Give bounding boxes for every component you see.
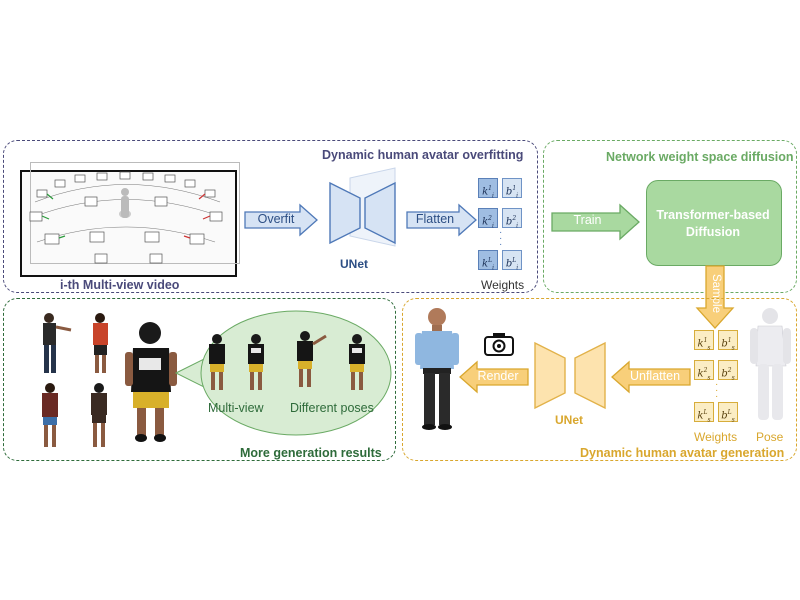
- weight-b-L: bLi: [502, 250, 522, 271]
- weight-b-2-s: b2s: [718, 360, 738, 381]
- camera-icon: [484, 333, 514, 356]
- sample-arrow: [695, 265, 735, 329]
- weight-k-2: k2i: [478, 208, 498, 229]
- generation-title: Dynamic human avatar generation: [580, 446, 785, 460]
- weights-top-grid: k1i b1i k2i b2i kLi bLi ···: [478, 178, 528, 273]
- weights-top-label: Weights: [481, 278, 525, 292]
- unflatten-label: Unflatten: [629, 369, 681, 383]
- results-panel: [3, 298, 396, 461]
- weight-b-1: b1i: [502, 178, 522, 199]
- pose-mannequin: [750, 308, 791, 420]
- weight-b-1-s: b1s: [718, 330, 738, 351]
- different-poses-label: Different poses: [290, 401, 374, 415]
- overfit-label: Overfit: [257, 212, 295, 226]
- multiview-video-frame: [20, 170, 237, 277]
- train-label: Train: [573, 213, 602, 227]
- multiview-video-label: i-th Multi-view video: [60, 278, 180, 292]
- render-label: Render: [477, 369, 519, 383]
- unet-top-diagram: [329, 167, 396, 247]
- ellipse-person-2: [248, 334, 264, 390]
- weight-k-L-s: kLs: [694, 402, 714, 423]
- results-ellipse: [174, 310, 392, 436]
- results-title: More generation results: [240, 446, 382, 460]
- weight-k-L: kLi: [478, 250, 498, 271]
- result-person-1: [43, 313, 72, 373]
- flatten-arrow: [406, 203, 477, 237]
- weight-k-2-s: k2s: [694, 360, 714, 381]
- result-person-4: [42, 383, 58, 447]
- weight-k-1: k1i: [478, 178, 498, 199]
- result-person-5: [91, 383, 107, 447]
- overfitting-title: Dynamic human avatar overfitting: [322, 148, 524, 162]
- pose-label: Pose: [756, 430, 784, 444]
- transformer-diffusion-line1: Transformer-based: [656, 208, 770, 222]
- result-person-2: [93, 313, 108, 373]
- render-arrow: [459, 360, 529, 394]
- ellipse-person-4: [349, 334, 365, 390]
- weight-k-1-s: k1s: [694, 330, 714, 351]
- unet-bottom-diagram: [534, 341, 606, 410]
- diffusion-panel: [543, 140, 797, 293]
- transformer-diffusion-line2: Diffusion: [685, 225, 741, 239]
- ellipse-person-1: [209, 334, 225, 390]
- transformer-diffusion-box: [646, 180, 782, 266]
- generated-avatar-man: [415, 308, 459, 430]
- result-person-3-large: [125, 322, 177, 442]
- weights-bottom-grid: k1s b1s k2s b2s kLs bLs ···: [694, 330, 744, 425]
- weights-bottom-label: Weights: [694, 430, 738, 444]
- generation-panel: [402, 298, 797, 461]
- train-arrow: [551, 203, 640, 241]
- weight-b-2: b2i: [502, 208, 522, 229]
- flatten-label: Flatten: [415, 212, 455, 226]
- unet-top-label: UNet: [340, 257, 369, 271]
- unet-bottom-label: UNet: [555, 413, 584, 427]
- unflatten-arrow: [611, 360, 691, 394]
- weight-b-L-s: bLs: [718, 402, 738, 423]
- weights-top-ellipsis: ···: [499, 227, 503, 250]
- overfit-arrow: [244, 203, 318, 237]
- multi-view-label: Multi-view: [208, 401, 264, 415]
- camera-rig-illustration: [29, 171, 223, 264]
- weights-bottom-ellipsis: ···: [715, 379, 719, 402]
- diffusion-title: Network weight space diffusion: [606, 150, 794, 164]
- overfitting-panel: [3, 140, 538, 293]
- ellipse-person-3: [297, 331, 327, 387]
